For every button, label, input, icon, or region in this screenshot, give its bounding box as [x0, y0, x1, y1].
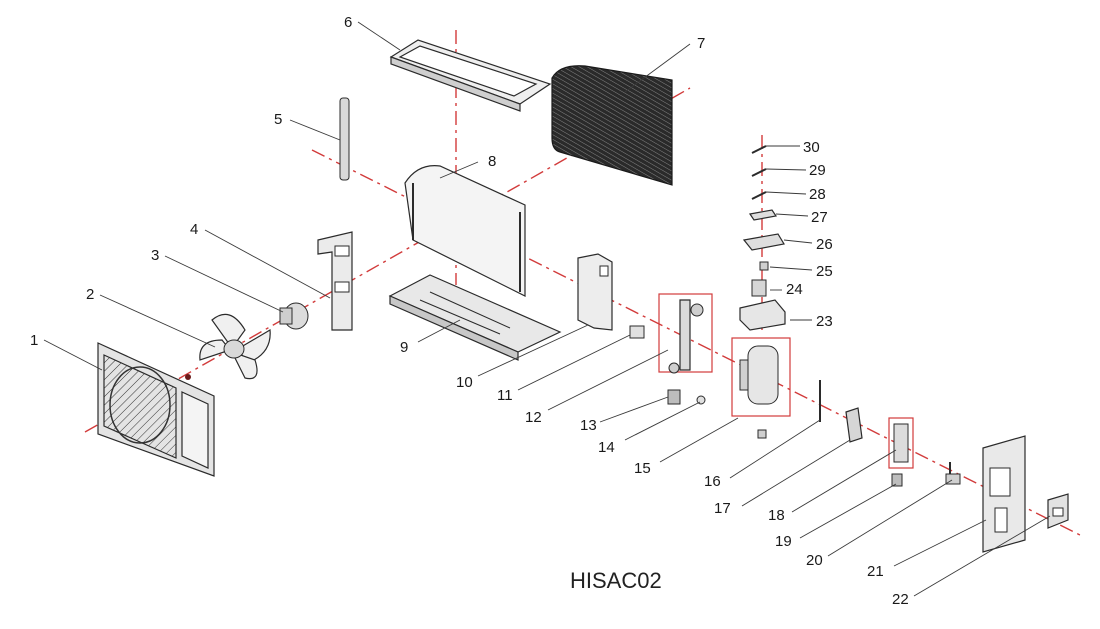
- connector: [945, 462, 961, 485]
- callout-8: 8: [488, 153, 496, 170]
- callout-26: 26: [816, 236, 833, 253]
- partition-plate: [577, 253, 613, 331]
- callout-21: 21: [867, 563, 884, 580]
- callout-4: 4: [190, 221, 198, 238]
- callout-2: 2: [86, 286, 94, 303]
- terminal-bracket: [845, 407, 863, 443]
- callout-19: 19: [775, 533, 792, 550]
- callout-15: 15: [634, 460, 651, 477]
- callout-27: 27: [811, 209, 828, 226]
- callout-6: 6: [344, 14, 352, 31]
- callout-24: 24: [786, 281, 803, 298]
- small-components: [739, 145, 786, 331]
- front-grille-panel: [97, 342, 215, 477]
- callout-10: 10: [456, 374, 473, 391]
- callout-29: 29: [809, 162, 826, 179]
- callout-9: 9: [400, 339, 408, 356]
- callout-5: 5: [274, 111, 282, 128]
- callout-18: 18: [768, 507, 785, 524]
- capacitor-group: [888, 417, 914, 487]
- small-block: [629, 325, 645, 339]
- fan-motor: [279, 302, 309, 330]
- terminal-cover: [1047, 493, 1069, 529]
- base-pan: [388, 274, 562, 361]
- callout-30: 30: [803, 139, 820, 156]
- condenser-coil: [551, 65, 673, 186]
- callout-numbers: 1 2 3 4 5 6 7 8 9 10 11 12 13 14 15 16 1…: [30, 14, 909, 608]
- callout-14: 14: [598, 439, 615, 456]
- model-label: HISAC02: [570, 568, 662, 593]
- callout-12: 12: [525, 409, 542, 426]
- callout-16: 16: [704, 473, 721, 490]
- side-panel: [982, 435, 1026, 553]
- callout-22: 22: [892, 591, 909, 608]
- valve-assembly: [658, 293, 713, 405]
- callout-13: 13: [580, 417, 597, 434]
- fan-blade: [185, 313, 271, 380]
- corner-post: [339, 97, 350, 181]
- callout-28: 28: [809, 186, 826, 203]
- callout-23: 23: [816, 313, 833, 330]
- callout-25: 25: [816, 263, 833, 280]
- compressor: [731, 337, 791, 439]
- heat-exchanger: [404, 165, 526, 297]
- callout-7: 7: [697, 35, 705, 52]
- callout-11: 11: [497, 387, 513, 404]
- callout-20: 20: [806, 552, 823, 569]
- callout-17: 17: [714, 500, 731, 517]
- callout-1: 1: [30, 332, 38, 349]
- leader-lines: [43, 21, 1051, 597]
- callout-3: 3: [151, 247, 159, 264]
- top-cover: [389, 39, 552, 112]
- motor-bracket: [317, 231, 353, 331]
